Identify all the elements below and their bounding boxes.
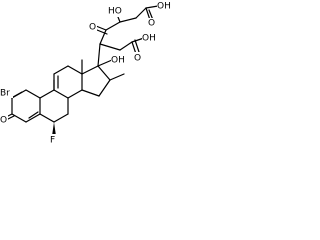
- ring-c: [53, 65, 83, 99]
- atom-labels: Br O F O OH HO OH O OH O: [0, 0, 173, 146]
- side-chain-ketone-oxygen-label: O: [89, 23, 96, 33]
- ring-d-hydroxyl-label: OH: [111, 56, 125, 66]
- side-chain-hydroxyl-label: HO: [108, 7, 122, 17]
- acid-2-carbonyl-oxygen-label: O: [134, 54, 141, 64]
- structural-formula: Br O F O OH HO OH O OH O: [0, 0, 173, 146]
- fluorine-label: F: [50, 136, 55, 146]
- acid-1-hydroxyl-label: OH: [157, 2, 171, 12]
- methyl-groups: [53, 59, 125, 91]
- acetic-acid-arm: [99, 37, 145, 55]
- acid-1-carbonyl-oxygen-label: O: [148, 19, 155, 29]
- ring-b: [39, 89, 69, 123]
- acid-2-hydroxyl-label: OH: [142, 34, 156, 44]
- bromine-label: Br: [0, 89, 10, 99]
- ring-d: [81, 65, 111, 97]
- ketone-oxygen-label: O: [0, 116, 7, 126]
- ring-a: [11, 89, 41, 123]
